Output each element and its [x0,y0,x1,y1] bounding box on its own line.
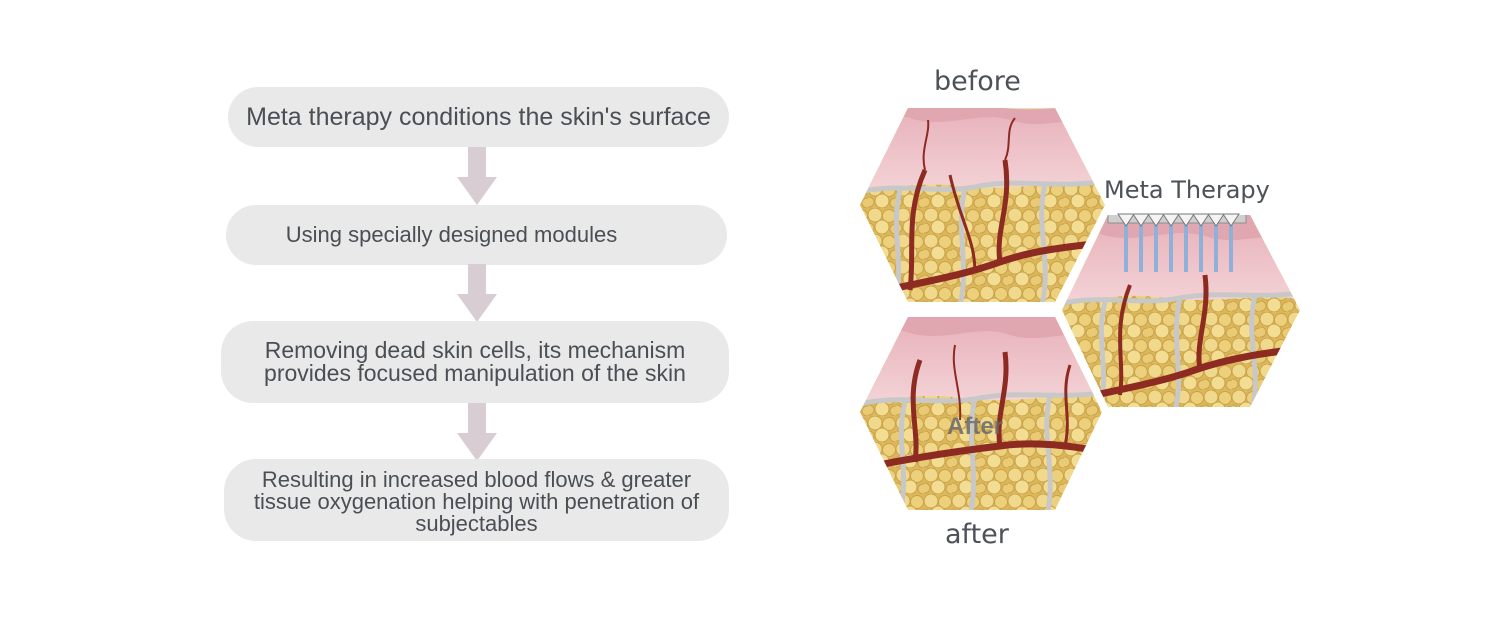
meta-therapy-skin-hexagon [1062,215,1300,407]
before-skin-hexagon [860,108,1105,302]
flow-step-4-text: Resulting in increased blood flows & gre… [253,467,700,536]
before-label: before [934,66,1021,97]
meta-therapy-label: Meta Therapy [1104,176,1270,204]
flow-step-2-text: Using specially designed modules [285,222,618,247]
flow-step-3: Removing dead skin cells, its mechanism … [221,321,729,403]
down-arrow-icon [457,264,497,322]
after-skin-hexagon [860,317,1102,510]
flow-step-1-text: Meta therapy conditions the skin's surfa… [246,102,711,131]
flow-step-4: Resulting in increased blood flows & gre… [224,459,729,541]
flow-step-1: Meta therapy conditions the skin's surfa… [228,87,729,147]
inner-after-label: After [947,413,1004,440]
down-arrow-icon [457,147,497,205]
after-label: after [945,519,1009,550]
flow-step-2: Using specially designed modules [226,205,727,265]
flow-step-3-text: Removing dead skin cells, its mechanism … [264,337,686,386]
down-arrow-icon [457,403,497,461]
needle-heads [1117,213,1240,227]
